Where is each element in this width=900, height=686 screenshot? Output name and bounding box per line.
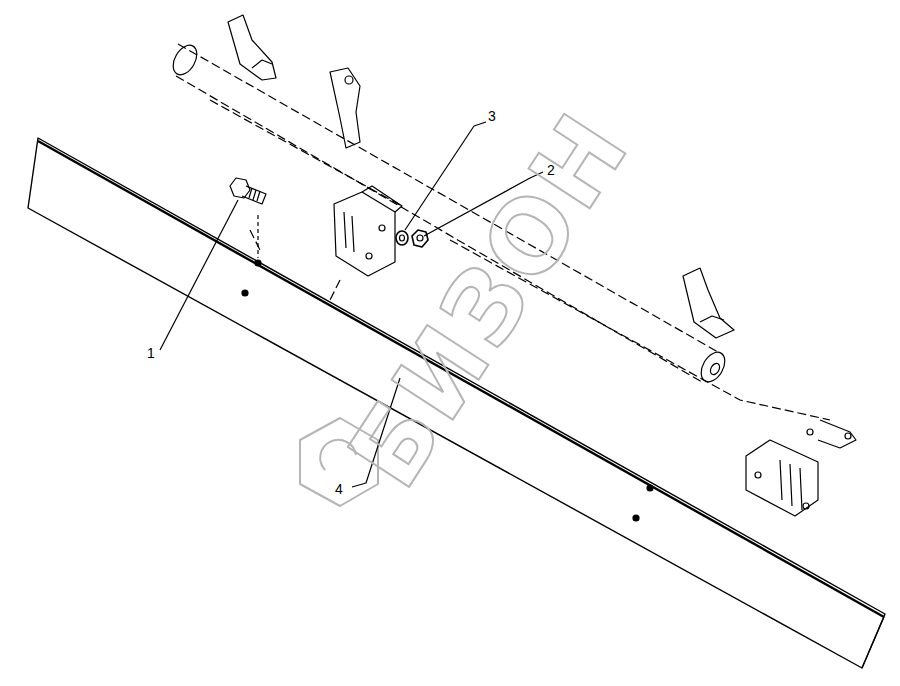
watermark: БИЗОН (334, 97, 646, 503)
callout-number: 4 (334, 482, 344, 496)
callout-number: 3 (487, 109, 497, 123)
callout-number: 1 (146, 346, 156, 360)
